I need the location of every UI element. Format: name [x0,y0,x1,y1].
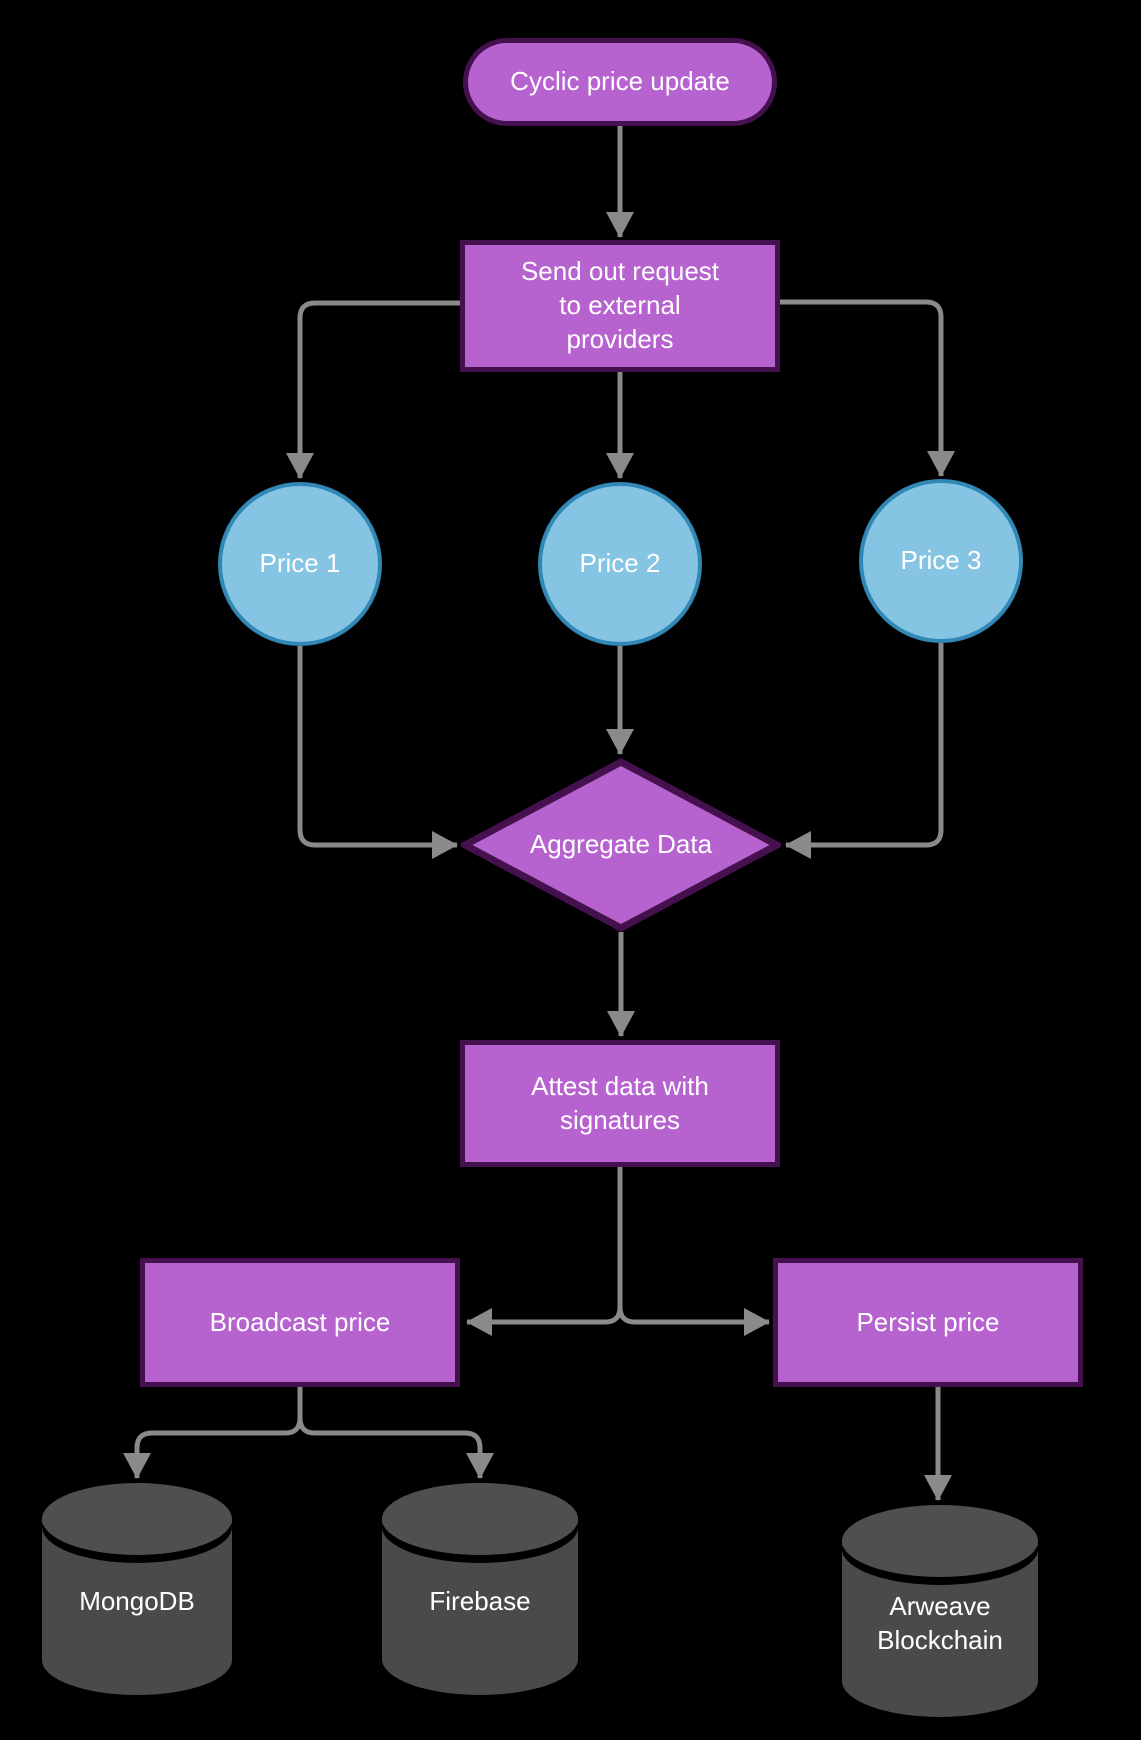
node-cyclic-price-update: Cyclic price update [463,38,777,126]
node-label: Firebase [429,1586,531,1617]
edge-send-to-price3 [780,299,955,477]
node-label: Attest data with signatures [531,1070,709,1135]
node-label: Broadcast price [209,1306,391,1337]
node-arweave-blockchain-database: Arweave Blockchain [842,1505,1038,1717]
node-aggregate-data: Aggregate Data [461,758,781,932]
node-price-3: Price 3 [859,479,1023,643]
edge-price3-to-aggregate [785,643,944,859]
node-attest-data: Attest data with signatures [460,1040,780,1167]
node-persist-price: Persist price [773,1258,1083,1387]
node-label: Price 1 [259,548,341,579]
node-firebase-database: Firebase [382,1483,578,1695]
edge-broadcast-to-mongodb [123,1387,303,1479]
node-label: Cyclic price update [510,66,730,97]
node-send-request: Send out request to external providers [460,240,780,372]
edge-price1-to-aggregate [297,646,458,859]
node-mongodb-database: MongoDB [42,1483,232,1695]
node-broadcast-price: Broadcast price [140,1258,460,1387]
diamond-shape [461,758,781,932]
node-label: Price 2 [579,548,661,579]
edge-attest-to-broadcast [466,1167,623,1336]
node-label: MongoDB [79,1586,195,1617]
cylinder-lid [842,1505,1038,1577]
edge-attest-to-persist [617,1306,770,1336]
node-label: Aggregate Data [529,829,713,860]
node-label: Price 3 [900,545,982,576]
node-price-1: Price 1 [218,482,382,646]
cylinder-lid [42,1483,232,1555]
edge-broadcast-to-firebase [297,1387,494,1479]
node-label: Persist price [856,1306,1000,1337]
cylinder-lid [382,1483,578,1555]
node-label: Send out request to external providers [520,256,720,354]
node-label: Arweave Blockchain [877,1591,1003,1655]
edge-send-to-price1 [286,300,460,479]
node-price-2: Price 2 [538,482,702,646]
